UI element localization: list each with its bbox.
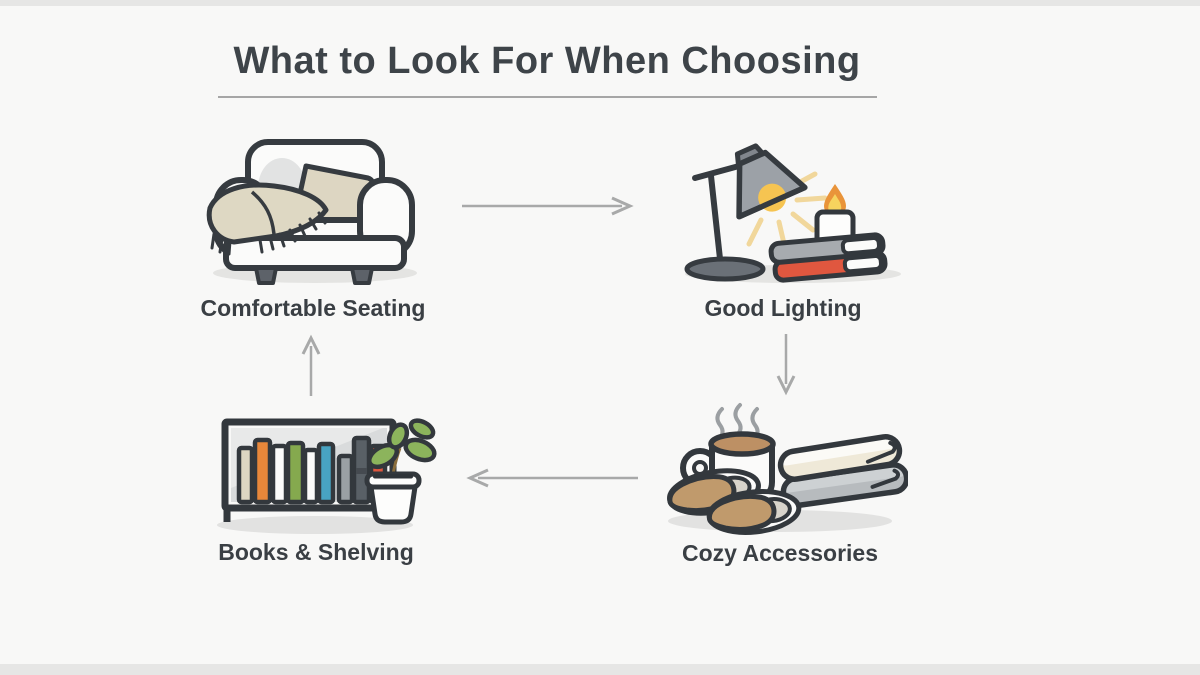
- slippers: [667, 468, 802, 535]
- desk-lamp: [684, 143, 808, 282]
- down-arrow-icon: [776, 334, 796, 396]
- folded-blankets: [777, 434, 910, 509]
- armchair-blanket-pillow-icon: [206, 139, 417, 285]
- potted-plant: [364, 418, 437, 525]
- top-edge-strip: [0, 0, 1200, 6]
- mug-slippers-blankets-icon: [667, 403, 910, 535]
- node-comfortable-seating: [200, 136, 430, 286]
- arrow-accessories-to-shelving: [460, 466, 640, 495]
- left-arrow-icon: [466, 468, 638, 488]
- title-underline: [218, 96, 877, 98]
- right-arrow-icon: [462, 196, 634, 216]
- node-good-lighting: [675, 136, 905, 286]
- stacked-books: [768, 232, 888, 283]
- throw-blanket: [206, 182, 329, 256]
- blanket-fringe: [210, 211, 327, 256]
- bookshelf-potted-plant-icon: [217, 418, 437, 534]
- node-books-shelving: [215, 412, 445, 537]
- arrow-seating-to-lighting: [460, 194, 640, 223]
- arrow-shelving-to-seating: [299, 332, 323, 403]
- up-arrow-icon: [301, 334, 321, 396]
- label-good-lighting: Good Lighting: [704, 295, 862, 321]
- arrow-lighting-to-accessories: [774, 332, 798, 403]
- label-comfortable-seating: Comfortable Seating: [200, 295, 426, 321]
- node-cozy-accessories: [658, 388, 910, 538]
- desk-lamp-candle-books-icon: [684, 143, 901, 283]
- bottom-edge-strip: [0, 664, 1200, 675]
- armchair: [213, 139, 415, 285]
- page-title: What to Look For When Choosing: [233, 40, 861, 82]
- label-cozy-accessories: Cozy Accessories: [681, 540, 879, 566]
- label-books-shelving: Books & Shelving: [218, 539, 414, 565]
- floor-shadow: [217, 516, 413, 534]
